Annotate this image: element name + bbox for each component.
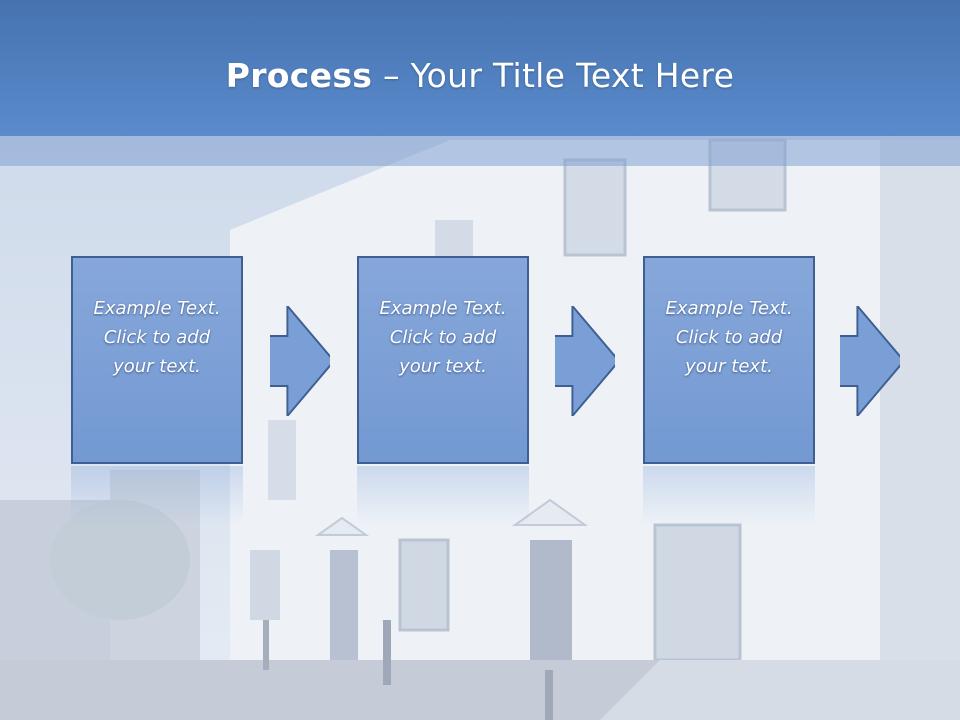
title-band bbox=[0, 0, 960, 136]
process-step-3[interactable]: Example Text. Click to add your text. bbox=[643, 256, 815, 464]
process-step-1[interactable]: Example Text. Click to add your text. bbox=[71, 256, 243, 464]
arrow-3 bbox=[840, 306, 900, 416]
step-text[interactable]: Example Text. Click to add your text. bbox=[93, 297, 221, 377]
title-strip bbox=[0, 136, 960, 166]
process-step-2[interactable]: Example Text. Click to add your text. bbox=[357, 256, 529, 464]
step-reflection bbox=[71, 466, 243, 526]
title-rest: – Your Title Text Here bbox=[372, 56, 735, 95]
step-reflection bbox=[643, 466, 815, 526]
arrow-1 bbox=[270, 306, 330, 416]
step-text[interactable]: Example Text. Click to add your text. bbox=[379, 297, 507, 377]
slide-title[interactable]: Process – Your Title Text Here bbox=[0, 56, 960, 95]
title-bold: Process bbox=[225, 56, 373, 95]
step-text[interactable]: Example Text. Click to add your text. bbox=[665, 297, 793, 377]
arrow-2 bbox=[555, 306, 615, 416]
step-reflection bbox=[357, 466, 529, 526]
